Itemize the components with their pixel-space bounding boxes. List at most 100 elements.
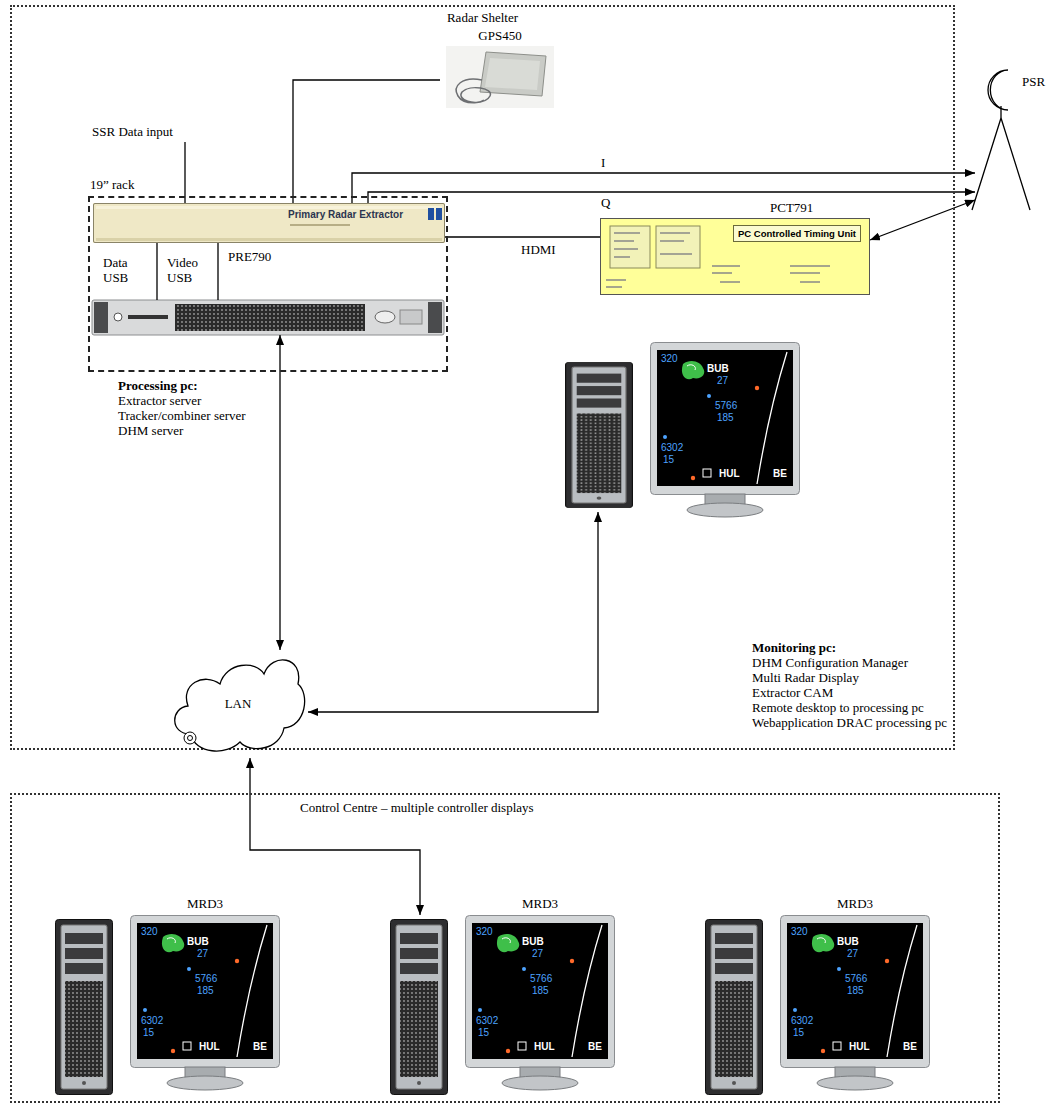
display-label: MRD3 bbox=[780, 896, 930, 911]
drawing-part bbox=[651, 343, 800, 518]
device-label: PCT791 bbox=[770, 200, 813, 215]
connector-line bbox=[279, 335, 280, 650]
drawing-part bbox=[657, 350, 793, 486]
drawing-part bbox=[375, 311, 395, 323]
drawing-part bbox=[606, 279, 626, 281]
radar-track-label: 27 bbox=[847, 948, 858, 959]
drawing-part bbox=[614, 256, 630, 258]
drawing-part bbox=[614, 248, 638, 250]
radar-track-label: HUL bbox=[199, 1041, 220, 1052]
connector-line bbox=[293, 80, 440, 203]
drawing-part bbox=[400, 310, 422, 324]
monitoring-pc: Monitoring pc:DHM Configuration ManagerM… bbox=[560, 342, 815, 512]
connector-line bbox=[352, 173, 975, 203]
radar-track-label: BUB bbox=[522, 936, 544, 947]
radar-track-label: 185 bbox=[532, 985, 549, 996]
drawing-part bbox=[972, 118, 1030, 210]
radar-track-label: 320 bbox=[661, 353, 678, 364]
drawing-part bbox=[790, 272, 820, 274]
drawing-part bbox=[472, 923, 608, 1059]
extractor-unit: Primary Radar Extractor bbox=[93, 203, 445, 243]
drawing-part bbox=[800, 281, 820, 283]
drawing-part bbox=[93, 203, 445, 243]
signal-label: Data USB bbox=[102, 255, 129, 285]
drawing-part bbox=[485, 58, 540, 90]
drawing-part bbox=[712, 272, 732, 274]
radar-track-label: BE bbox=[588, 1041, 602, 1052]
drawing-part bbox=[660, 232, 690, 234]
drawing-part bbox=[720, 281, 740, 283]
drawing-part bbox=[137, 923, 273, 1059]
radar-track-label: 15 bbox=[478, 1027, 489, 1038]
list-item: Multi Radar Display bbox=[752, 670, 859, 685]
gps-receiver: GPS450 bbox=[440, 28, 560, 112]
connector-line bbox=[156, 243, 157, 300]
list-item: DHM Configuration Manager bbox=[752, 655, 908, 670]
rack-outline: 19” rackPrimary Radar ExtractorProcessin… bbox=[88, 196, 448, 372]
region-title: Radar Shelter bbox=[12, 10, 953, 25]
signal-label: HDMI bbox=[520, 242, 557, 257]
drawing-part bbox=[787, 923, 923, 1059]
device-label: GPS450 bbox=[440, 28, 560, 43]
radar-track-label: 15 bbox=[663, 454, 674, 465]
rack-label: 19” rack bbox=[90, 177, 134, 192]
drawing-part bbox=[660, 240, 684, 242]
drawing-part bbox=[184, 732, 196, 744]
shelter-region: Radar ShelterGPS45019” rackPrimary Radar… bbox=[10, 5, 955, 750]
drawing-part bbox=[184, 142, 185, 203]
drawing-part bbox=[290, 224, 350, 226]
signal-label: Video USB bbox=[166, 255, 199, 285]
device-label: PRE790 bbox=[228, 249, 271, 264]
drawing-part bbox=[446, 46, 554, 108]
drawing-part bbox=[188, 736, 193, 741]
timing-unit: PCT791PC Controlled Timing Unit bbox=[600, 218, 870, 295]
region-title: Control Centre – multiple controller dis… bbox=[300, 800, 534, 815]
device-nameplate: Primary Radar Extractor bbox=[288, 209, 403, 221]
drawing-part bbox=[610, 226, 650, 268]
list-item: DHM server bbox=[118, 423, 183, 438]
drawing-part bbox=[466, 916, 615, 1091]
radar-track-label: BUB bbox=[707, 363, 729, 374]
radar-track-label: 5766 bbox=[530, 973, 552, 984]
drawing-part bbox=[128, 315, 168, 319]
connector-line bbox=[308, 512, 598, 712]
antenna-label: PSR bbox=[1022, 74, 1045, 89]
list-item: Tracker/combiner server bbox=[118, 408, 246, 423]
drawing-part bbox=[391, 920, 448, 1095]
radar-track-label: BE bbox=[773, 468, 787, 479]
radar-track-label: HUL bbox=[849, 1041, 870, 1052]
drawing-part bbox=[1000, 106, 1001, 118]
list-heading: Processing pc: bbox=[118, 378, 198, 393]
radar-track-label: HUL bbox=[719, 468, 740, 479]
radar-track-label: BUB bbox=[837, 936, 859, 947]
display-label: MRD3 bbox=[130, 896, 280, 911]
drawing-part bbox=[94, 302, 108, 333]
drawing-part bbox=[614, 240, 634, 242]
controller-workstation: MRD3 bbox=[705, 915, 935, 1095]
list-item: Extractor server bbox=[118, 393, 201, 408]
radar-track-label: BUB bbox=[187, 936, 209, 947]
drawing-part bbox=[988, 70, 1008, 110]
radar-track-label: 5766 bbox=[715, 400, 737, 411]
radar-track-label: 15 bbox=[793, 1027, 804, 1038]
radar-track-label: 6302 bbox=[141, 1015, 163, 1026]
radar-track-label: 5766 bbox=[195, 973, 217, 984]
drawing-part bbox=[712, 265, 740, 267]
list-item: Extractor CAM bbox=[752, 685, 833, 700]
drawing-part bbox=[56, 920, 113, 1095]
network-label: LAN bbox=[168, 696, 308, 711]
list-heading: Monitoring pc: bbox=[752, 640, 836, 655]
device-nameplate: PC Controlled Timing Unit bbox=[733, 225, 861, 242]
drawing-part bbox=[790, 265, 830, 267]
radar-track-label: 185 bbox=[197, 985, 214, 996]
radar-track-label: 6302 bbox=[476, 1015, 498, 1026]
radar-track-label: 6302 bbox=[791, 1015, 813, 1026]
radar-track-label: 27 bbox=[717, 375, 728, 386]
drawing-part bbox=[660, 253, 692, 255]
connector-line bbox=[217, 243, 218, 300]
radar-track-label: 5766 bbox=[845, 973, 867, 984]
signal-label: I bbox=[600, 155, 606, 170]
drawing-part bbox=[96, 238, 442, 241]
drawing-part bbox=[781, 916, 930, 1091]
